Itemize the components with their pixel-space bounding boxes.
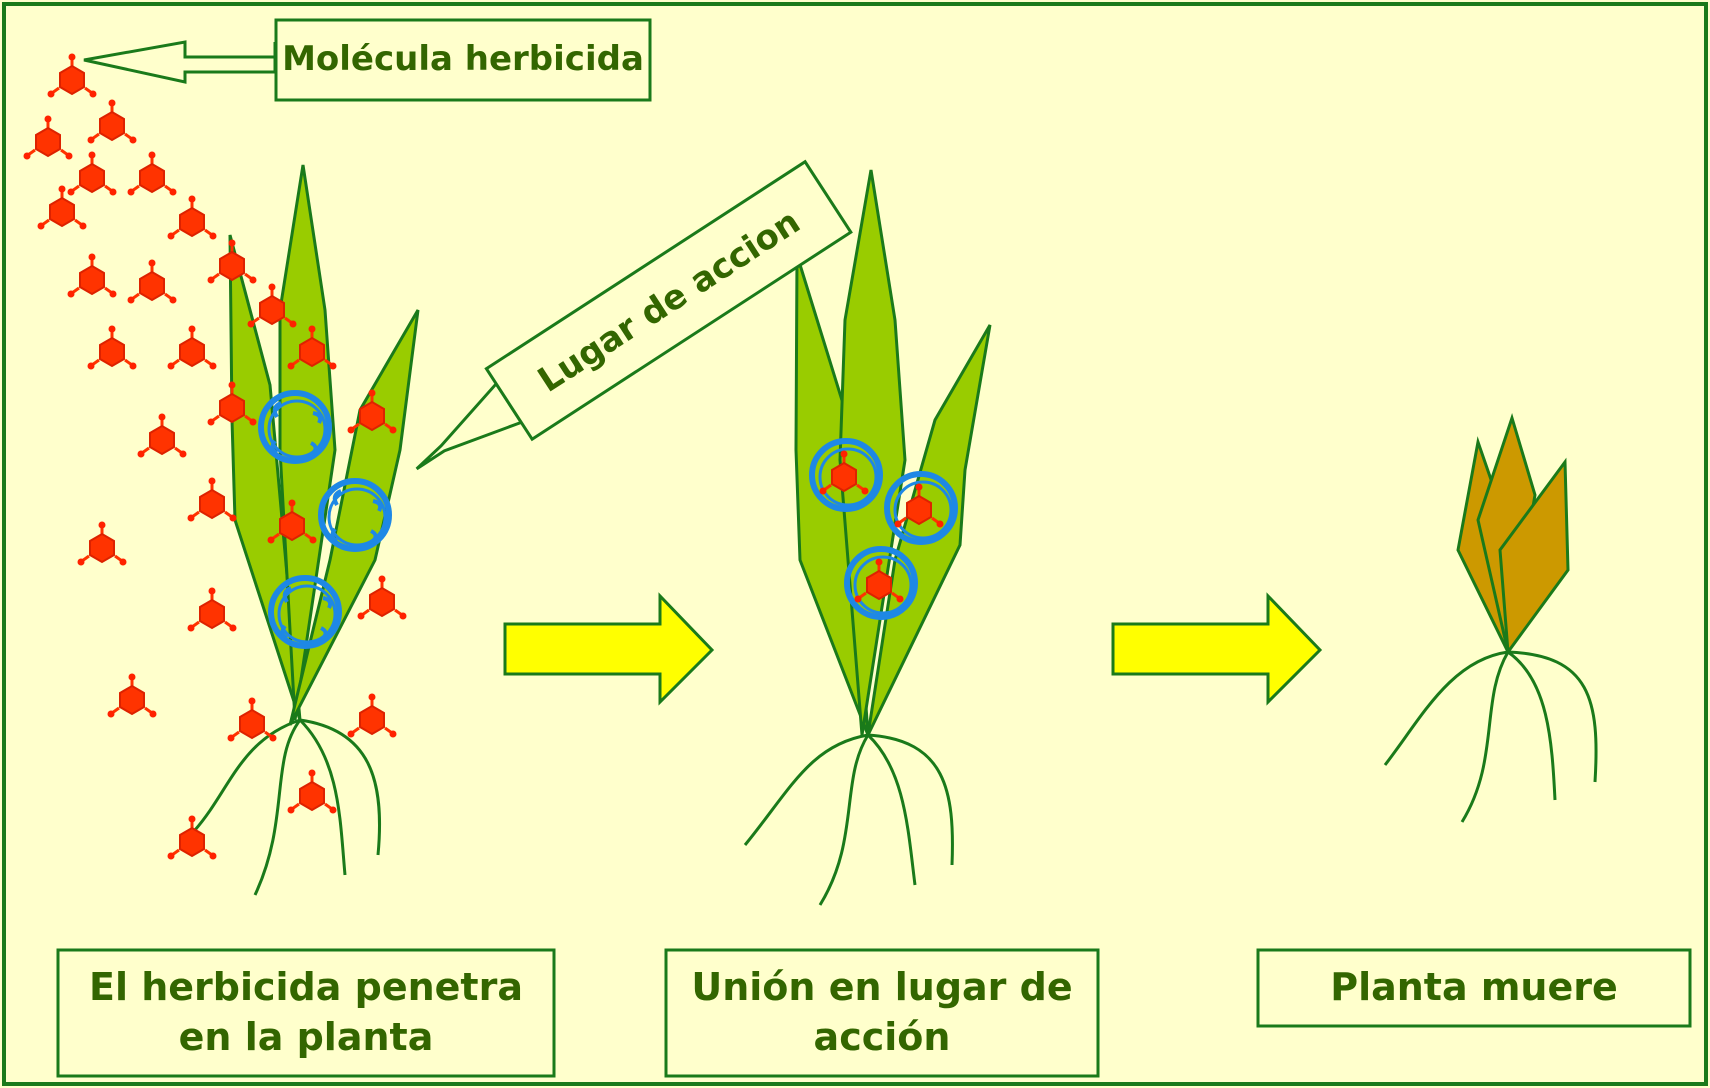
plant-3-dead <box>1383 413 1598 823</box>
plant-1-roots <box>193 718 382 896</box>
plant-2-roots <box>743 733 954 906</box>
step-label-3: Planta muere <box>1256 948 1692 1028</box>
step-2-line-1: Unión en lugar de <box>691 965 1072 1009</box>
progress-arrow-2-icon <box>1111 592 1323 706</box>
step-3-line-1: Planta muere <box>1330 965 1618 1009</box>
progress-arrow-1-icon <box>503 592 715 706</box>
callout-molecule-label: Molécula herbicida <box>282 39 644 79</box>
step-1-line-1: El herbicida penetra <box>89 965 523 1009</box>
step-label-1: El herbicida penetra en la planta <box>56 948 556 1078</box>
plant-2 <box>743 169 992 906</box>
step-label-2: Unión en lugar de acción <box>664 948 1100 1078</box>
step-1-line-2: en la planta <box>179 1015 434 1059</box>
callout-molecule: Molécula herbicida <box>83 18 652 102</box>
step-2-line-2: acción <box>814 1015 951 1059</box>
plant-3-leaves <box>1456 413 1570 657</box>
plant-3-roots <box>1383 650 1598 823</box>
